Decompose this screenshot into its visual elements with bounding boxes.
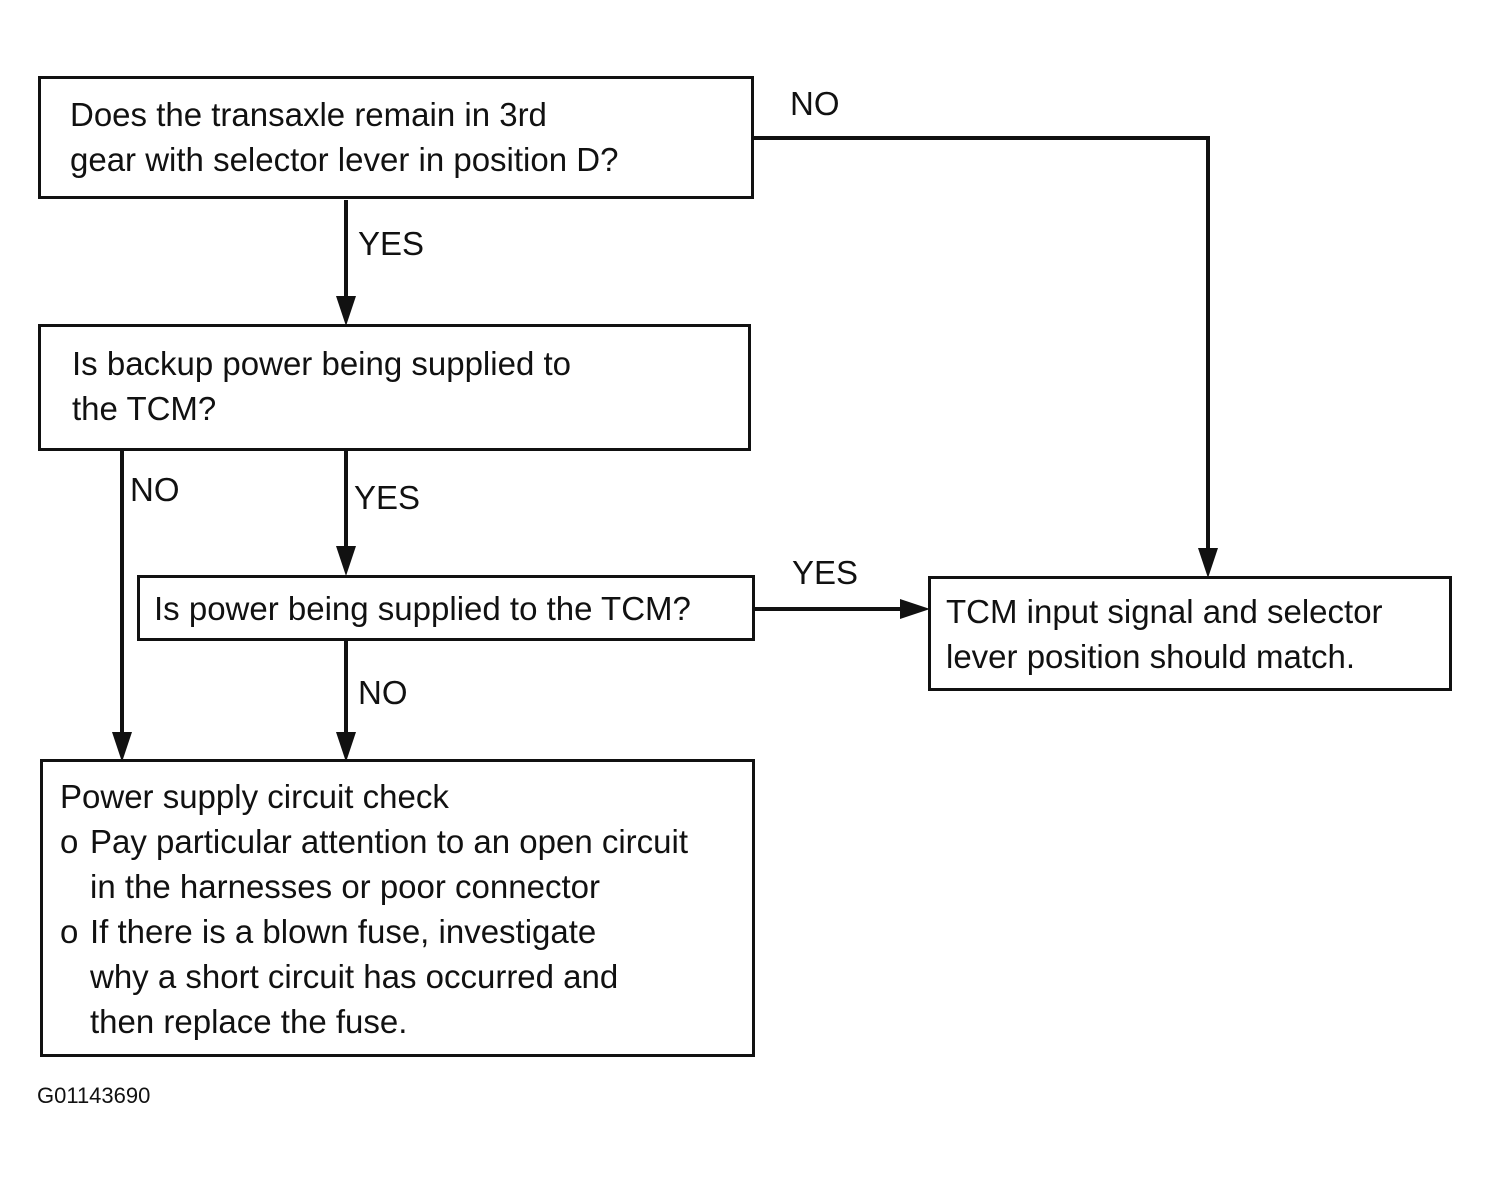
node-q2-line-2: the TCM? (72, 390, 217, 427)
node-q3-text: Is power being supplied to the TCM? (154, 586, 691, 631)
node-q2-text: Is backup power being supplied to the TC… (72, 341, 571, 431)
node-result-match-line-1: TCM input signal and selector (946, 593, 1383, 630)
power-check-bullet-2-cont-1: why a short circuit has occurred and (90, 958, 619, 995)
node-q1-line-1: Does the transaxle remain in 3rd (70, 96, 547, 133)
arrowhead-q1-no (1198, 548, 1218, 578)
edge-label-q2-yes: YES (354, 479, 421, 516)
node-result-match-line-2: lever position should match. (946, 638, 1356, 675)
arrowhead-q3-yes (900, 599, 930, 619)
power-check-bullet-1-cont-1: in the harnesses or poor connector (90, 868, 600, 905)
node-q3 (137, 575, 755, 641)
arrowhead-q2-no (112, 732, 132, 762)
node-q2 (38, 324, 751, 451)
power-check-bullet-1: o Pay particular attention to an open cir… (60, 819, 688, 864)
node-power-check (40, 759, 755, 1057)
edge-label-q3-no: NO (358, 674, 408, 711)
power-check-bullet-2-cont-2: then replace the fuse. (90, 1003, 408, 1040)
power-check-bullet-2: o If there is a blown fuse, investigate (60, 909, 688, 954)
node-q3-line-1: Is power being supplied to the TCM? (154, 590, 691, 627)
node-power-check-text: Power supply circuit check o Pay particul… (60, 774, 688, 1044)
edge-label-q2-no: NO (130, 471, 180, 508)
arrowhead-q3-no (336, 732, 356, 762)
node-q2-line-1: Is backup power being supplied to (72, 345, 571, 382)
node-result-match-text: TCM input signal and selector lever posi… (946, 589, 1383, 679)
arrowhead-q1-yes (336, 296, 356, 326)
edge-label-q1-yes: YES (358, 225, 425, 262)
bullet-marker: o (60, 823, 79, 860)
power-check-bullet-1-first: Pay particular attention to an open circ… (90, 823, 689, 860)
figure-id: G01143690 (37, 1083, 151, 1108)
edge-label-q3-yes: YES (792, 554, 859, 591)
edge-q1-no (754, 136, 1210, 560)
node-result-match (928, 576, 1452, 691)
power-check-bullet-2-first: If there is a blown fuse, investigate (90, 913, 597, 950)
node-q1-text: Does the transaxle remain in 3rd gear wi… (70, 92, 618, 182)
arrowhead-q2-yes (336, 546, 356, 576)
bullet-marker: o (60, 913, 79, 950)
node-q1-line-2: gear with selector lever in position D? (70, 141, 619, 178)
node-q1 (38, 76, 754, 199)
edge-label-q1-no: NO (790, 85, 840, 122)
power-check-title: Power supply circuit check (60, 778, 449, 815)
